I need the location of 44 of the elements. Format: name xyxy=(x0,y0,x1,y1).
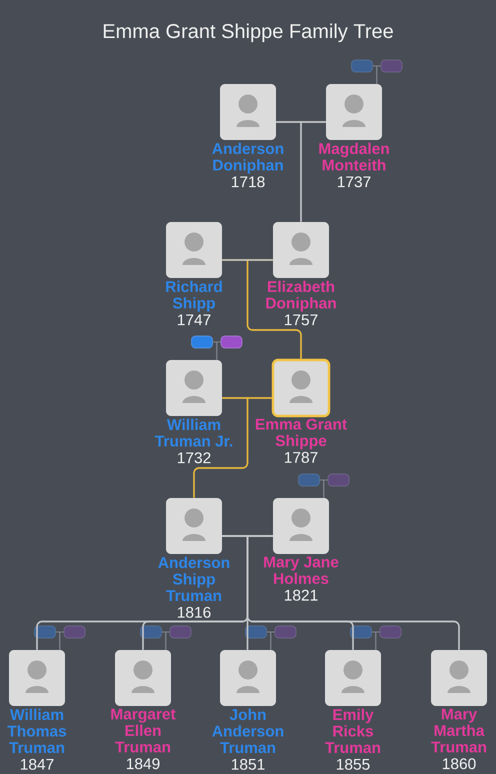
birth-year: 1849 xyxy=(126,758,160,770)
connector-line xyxy=(222,397,272,399)
person-name: Elizabeth Doniphan xyxy=(266,280,336,312)
birth-year: 1747 xyxy=(178,314,210,326)
person-name: Margaret Ellen Truman xyxy=(111,708,176,753)
person-name: William Truman Jr. xyxy=(154,418,232,447)
person-name: Emma Grant Shippe xyxy=(256,418,347,450)
person-name: William Thomas Truman xyxy=(7,708,66,754)
connector-line xyxy=(276,121,326,123)
pill xyxy=(140,626,162,638)
birth-year: 1718 xyxy=(232,176,265,188)
person-name: Anderson Shipp Truman xyxy=(158,556,230,602)
pill xyxy=(350,626,372,638)
pill xyxy=(191,336,213,348)
pill xyxy=(34,626,56,638)
pill xyxy=(298,474,320,486)
person-name: Emily Ricks Truman xyxy=(325,708,380,754)
person-name: Mary Martha Truman xyxy=(431,708,486,753)
person-name: John Anderson Truman xyxy=(212,708,284,754)
person-name: Mary Jane Holmes xyxy=(264,556,338,584)
pill xyxy=(380,626,402,638)
person-name: Anderson Doniphan xyxy=(212,142,284,174)
birth-year: 1851 xyxy=(232,758,264,770)
birth-year: 1732 xyxy=(178,452,210,464)
pill xyxy=(245,626,267,638)
pill xyxy=(274,626,296,638)
pill xyxy=(170,626,192,638)
pill xyxy=(380,60,402,72)
birth-year: 1855 xyxy=(336,758,370,770)
pill xyxy=(351,60,373,72)
pill xyxy=(328,474,350,486)
birth-year: 1816 xyxy=(178,606,211,618)
connector-line xyxy=(222,259,273,261)
title: Emma Grant Shippe Family Tree xyxy=(104,24,393,42)
pill xyxy=(220,336,242,348)
birth-year: 1821 xyxy=(284,590,318,601)
person-name: Richard Shipp xyxy=(166,280,222,312)
birth-year: 1847 xyxy=(20,758,54,770)
birth-year: 1737 xyxy=(338,176,370,188)
birth-year: 1787 xyxy=(284,452,318,463)
birth-year: 1757 xyxy=(284,314,318,326)
pill xyxy=(64,626,86,638)
person-name: Magdalen Monteith xyxy=(319,142,389,171)
birth-year: 1860 xyxy=(442,758,476,770)
